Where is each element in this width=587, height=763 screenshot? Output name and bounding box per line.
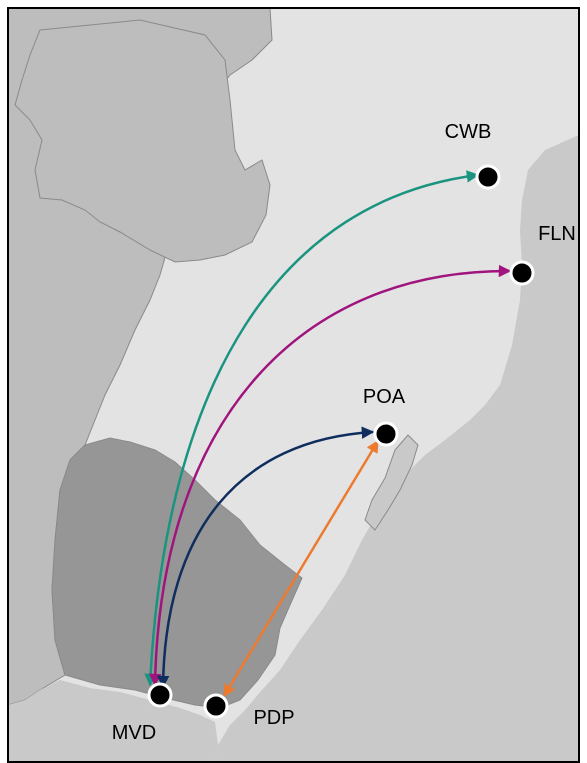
city-label-fln: FLN [538, 223, 576, 245]
city-fln[interactable]: FLN [509, 223, 576, 286]
city-label-poa: POA [363, 386, 406, 408]
city-cwb[interactable]: CWB [445, 121, 501, 190]
city-label-mvd: MVD [112, 722, 156, 744]
map-frame-border [7, 7, 580, 763]
route-mvd-poa [156, 426, 375, 689]
city-marker[interactable] [203, 693, 229, 719]
routes-layer [144, 170, 512, 698]
city-pdp[interactable]: PDP [203, 693, 295, 729]
city-marker[interactable] [509, 260, 535, 286]
city-label-cwb: CWB [445, 121, 492, 143]
city-marker[interactable] [147, 682, 173, 708]
city-mvd[interactable]: MVD [112, 682, 173, 744]
city-marker[interactable] [475, 164, 501, 190]
route-pdp-poa [222, 439, 380, 698]
estuary [8, 680, 218, 763]
city-poa[interactable]: POA [363, 386, 406, 447]
city-marker[interactable] [373, 421, 399, 447]
city-label-pdp: PDP [253, 707, 294, 729]
